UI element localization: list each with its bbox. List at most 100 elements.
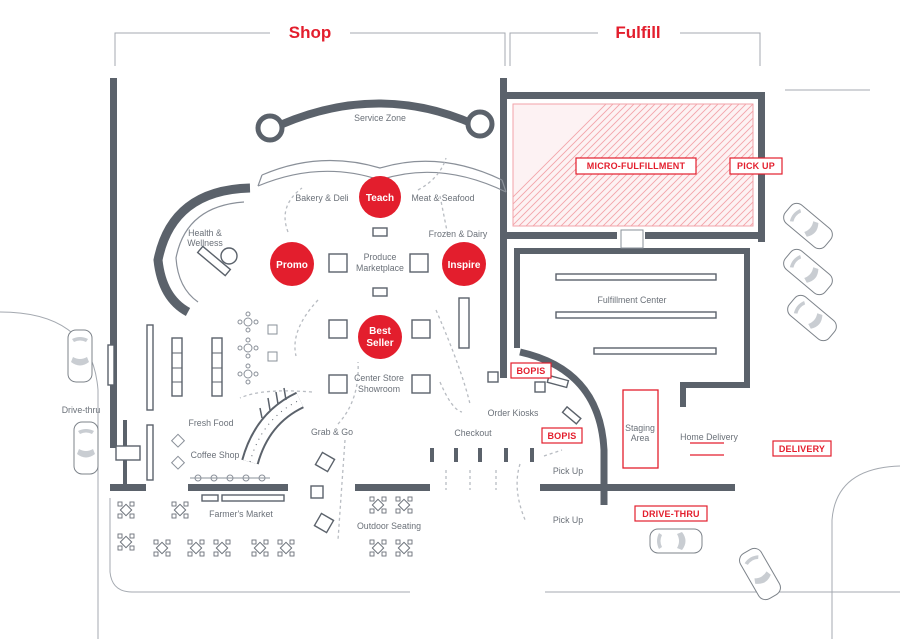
left-gondolas bbox=[107, 324, 223, 481]
hatch-stroke bbox=[665, 138, 753, 226]
home-delivery-docks bbox=[690, 442, 724, 456]
car-icon bbox=[67, 329, 93, 383]
car-icon bbox=[787, 294, 837, 342]
car-icon bbox=[73, 421, 99, 475]
seating-icon bbox=[117, 533, 135, 551]
health-label-1: Health & bbox=[188, 228, 222, 238]
cafe-tables bbox=[170, 311, 278, 482]
produce-fixtures bbox=[328, 227, 546, 394]
seating-icon bbox=[395, 496, 413, 514]
bopis-lockers bbox=[546, 374, 582, 425]
svg-text:Seller: Seller bbox=[366, 338, 393, 349]
seating-icon bbox=[213, 539, 231, 557]
svg-text:PICK UP: PICK UP bbox=[737, 161, 775, 171]
drive-thru-label: Drive-thru bbox=[62, 405, 101, 415]
best-seller-circle: Best Seller bbox=[358, 315, 402, 359]
bopis-lower-tag: BOPIS bbox=[541, 427, 583, 444]
grab-go-label: Grab & Go bbox=[311, 427, 353, 437]
flow-arrows bbox=[239, 157, 563, 541]
seating-icon bbox=[277, 539, 295, 557]
svg-text:BOPIS: BOPIS bbox=[547, 431, 576, 441]
hatch-stroke bbox=[700, 173, 753, 226]
pick-up-outer-label: Pick Up bbox=[553, 515, 583, 525]
promo-circle: Promo bbox=[270, 242, 314, 286]
bakery-deli-label: Bakery & Deli bbox=[295, 193, 348, 203]
hatch-stroke bbox=[714, 187, 753, 226]
bopis-upper-tag: BOPIS bbox=[510, 362, 552, 379]
order-kiosks-label: Order Kiosks bbox=[488, 408, 539, 418]
hatch-stroke bbox=[728, 201, 753, 226]
meat-seafood-label: Meat & Seafood bbox=[411, 193, 474, 203]
car-icon bbox=[649, 528, 703, 554]
car-icon bbox=[783, 202, 833, 250]
svg-text:Inspire: Inspire bbox=[448, 260, 481, 271]
hatch-stroke bbox=[644, 117, 753, 226]
checkout-lanes bbox=[430, 448, 534, 462]
seating-icon bbox=[251, 539, 269, 557]
svg-text:DELIVERY: DELIVERY bbox=[779, 444, 825, 454]
pick-up-tag: PICK UP bbox=[729, 157, 783, 175]
hatch-stroke bbox=[707, 180, 753, 226]
center-store-label-1: Center Store bbox=[354, 373, 404, 383]
health-arc bbox=[153, 183, 251, 316]
staging-label-1: Staging bbox=[625, 423, 655, 433]
seating-icon bbox=[171, 501, 189, 519]
hatch-stroke bbox=[513, 104, 621, 212]
fresh-food-counter bbox=[241, 387, 305, 465]
fulfillment-center-label: Fulfillment Center bbox=[598, 295, 667, 305]
pick-up-inner-label: Pick Up bbox=[553, 466, 583, 476]
produce-label-1: Produce bbox=[364, 252, 397, 262]
svg-text:Teach: Teach bbox=[366, 193, 394, 204]
produce-label-2: Marketplace bbox=[356, 263, 404, 273]
fulfill-title: Fulfill bbox=[615, 23, 660, 42]
inspire-circle: Inspire bbox=[442, 242, 486, 286]
hatch-stroke bbox=[651, 124, 753, 226]
hatch-stroke bbox=[513, 104, 635, 226]
car-icon bbox=[783, 248, 833, 296]
seating-icon bbox=[395, 539, 413, 557]
shop-title: Shop bbox=[289, 23, 332, 42]
farmers-market-label: Farmer's Market bbox=[209, 509, 273, 519]
hatch-stroke bbox=[693, 166, 753, 226]
checkout-label: Checkout bbox=[454, 428, 492, 438]
svg-text:BOPIS: BOPIS bbox=[516, 366, 545, 376]
delivery-tag: DELIVERY bbox=[772, 440, 832, 457]
drive-thru-tag: DRIVE-THRU bbox=[634, 505, 708, 522]
fulfillment-shelves bbox=[555, 273, 717, 355]
home-delivery-label: Home Delivery bbox=[680, 432, 738, 442]
svg-text:DRIVE-THRU: DRIVE-THRU bbox=[642, 509, 700, 519]
center-store-label-2: Showroom bbox=[358, 384, 400, 394]
health-label-2: Wellness bbox=[187, 238, 223, 248]
walls bbox=[110, 78, 765, 505]
micro-fulfillment-tag: MICRO-FULFILLMENT bbox=[575, 157, 697, 175]
seating-icon bbox=[187, 539, 205, 557]
staging-area bbox=[622, 389, 659, 469]
seating-icon bbox=[153, 539, 171, 557]
outdoor-seating-label: Outdoor Seating bbox=[357, 521, 421, 531]
outdoor-seating bbox=[117, 496, 413, 557]
hatch-stroke bbox=[637, 110, 753, 226]
cars bbox=[67, 202, 837, 601]
coffee-shop-label: Coffee Shop bbox=[191, 450, 240, 460]
farmers-market bbox=[201, 494, 285, 502]
staging-label-2: Area bbox=[631, 433, 650, 443]
frozen-dairy-label: Frozen & Dairy bbox=[429, 229, 488, 239]
shop-bracket bbox=[114, 32, 506, 66]
hatch-stroke bbox=[658, 131, 753, 226]
fresh-food-label: Fresh Food bbox=[189, 418, 234, 428]
grab-go-fixtures bbox=[310, 451, 336, 534]
seating-icon bbox=[369, 496, 387, 514]
hatch-stroke bbox=[513, 104, 607, 198]
svg-text:MICRO-FULFILLMENT: MICRO-FULFILLMENT bbox=[587, 161, 686, 171]
car-icon bbox=[739, 547, 781, 601]
seating-icon bbox=[117, 501, 135, 519]
teach-circle: Teach bbox=[359, 176, 401, 218]
service-zone-label: Service Zone bbox=[354, 113, 406, 123]
svg-text:Promo: Promo bbox=[276, 260, 308, 271]
hatch-stroke bbox=[513, 104, 614, 205]
seating-icon bbox=[369, 539, 387, 557]
hatch-stroke bbox=[513, 104, 628, 219]
fulfill-bracket bbox=[509, 32, 761, 66]
